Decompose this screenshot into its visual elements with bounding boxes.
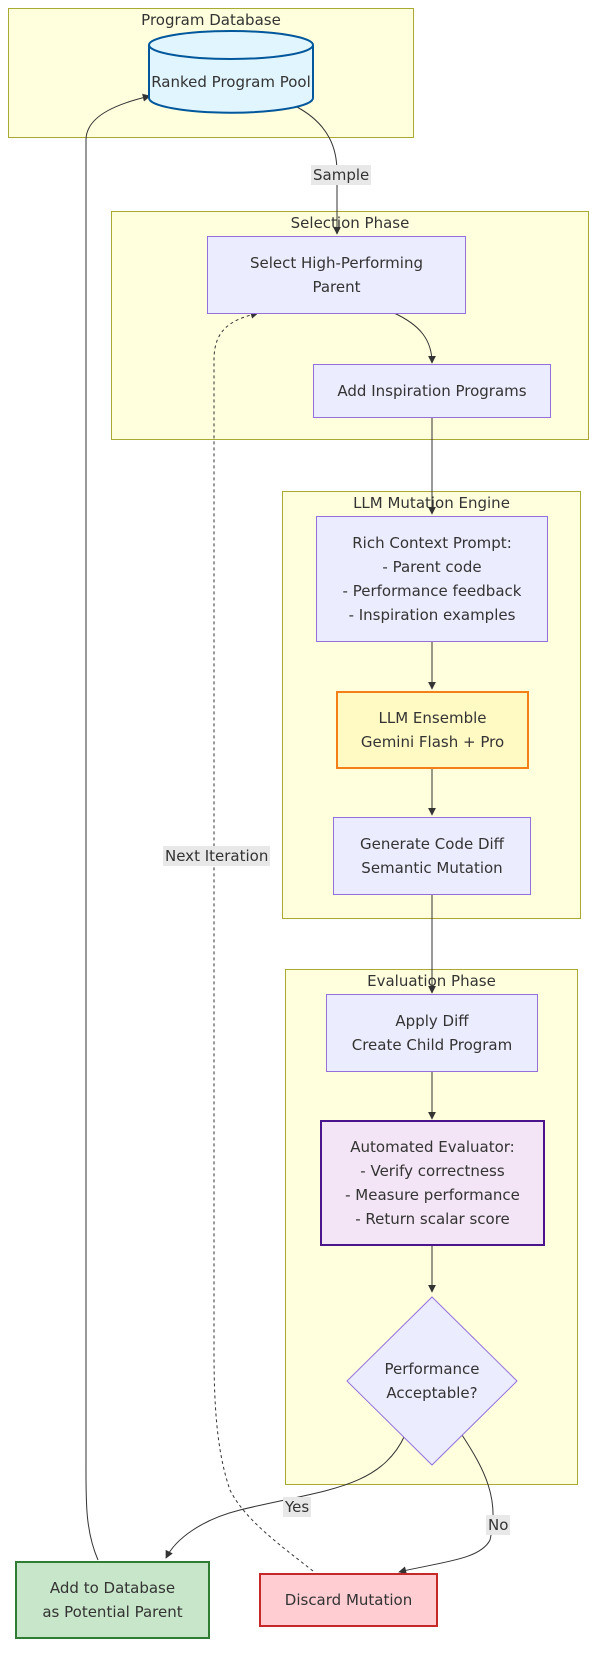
select-parent-node: Select High-Performing Parent [207,236,466,314]
generate-code-diff-node: Generate Code Diff Semantic Mutation [333,817,531,895]
node-label-line: Performance [384,1360,480,1378]
node-label-line: - Parent code [382,558,482,576]
add-inspiration-node: Add Inspiration Programs [313,364,551,418]
node-label: Add Inspiration Programs [337,382,527,400]
node-label-line: - Verify correctness [360,1162,505,1180]
node-label-line: Generate Code Diff [359,835,505,853]
node-label-line: - Return scalar score [355,1210,510,1228]
apply-diff-node: Apply Diff Create Child Program [326,994,538,1072]
node-label-line: Parent [312,278,361,296]
node-label: Ranked Program Pool [151,73,311,91]
cluster-title: Selection Phase [290,214,410,232]
automated-evaluator-node: Automated Evaluator: - Verify correctnes… [320,1120,545,1246]
node-label-line: - Performance feedback [342,582,522,600]
discard-mutation-node: Discard Mutation [259,1573,438,1627]
node-label-line: - Measure performance [345,1186,520,1204]
add-to-database-node: Add to Database as Potential Parent [15,1561,210,1639]
node-label-line: Select High-Performing [249,254,423,272]
cluster-title: Evaluation Phase [367,972,496,990]
node-label-line: Create Child Program [351,1036,513,1054]
node-label-line: - Inspiration examples [348,606,516,624]
edge-select-to-inspiration [393,312,436,364]
edge-decision-no [398,1434,494,1575]
node-label-line: Apply Diff [395,1012,469,1030]
edge-decision-yes [165,1434,406,1559]
performance-decision-node: Performance Acceptable? [362,1356,502,1406]
ranked-program-pool-database: Ranked Program Pool [149,57,313,107]
cluster-program-database: Program Database [8,8,414,138]
edge-label-sample: Sample [311,165,372,185]
node-label-line: Acceptable? [386,1384,478,1402]
node-label-line: Add to Database [49,1579,176,1597]
cluster-title: Program Database [141,11,281,29]
node-label-line: Rich Context Prompt: [352,534,512,552]
node-label-line: Automated Evaluator: [350,1138,515,1156]
edge-label-no: No [486,1515,511,1535]
database-cylinder-shape [148,30,314,114]
edge-label-yes: Yes [283,1497,312,1517]
node-label-line: as Potential Parent [42,1603,183,1621]
llm-ensemble-node: LLM Ensemble Gemini Flash + Pro [336,691,529,769]
edge-add-to-pool [85,93,151,1561]
node-label-line: Gemini Flash + Pro [360,733,505,751]
edge-discard-next-iteration [213,310,314,1572]
decision-diamond-shape [346,1296,518,1466]
node-label-line: LLM Ensemble [378,709,487,727]
edge-label-next-iteration: Next Iteration [163,846,271,866]
rich-context-prompt-node: Rich Context Prompt: - Parent code - Per… [316,516,548,642]
node-label-line: Semantic Mutation [361,859,503,877]
cluster-title: LLM Mutation Engine [353,494,510,512]
node-label: Discard Mutation [284,1591,413,1609]
